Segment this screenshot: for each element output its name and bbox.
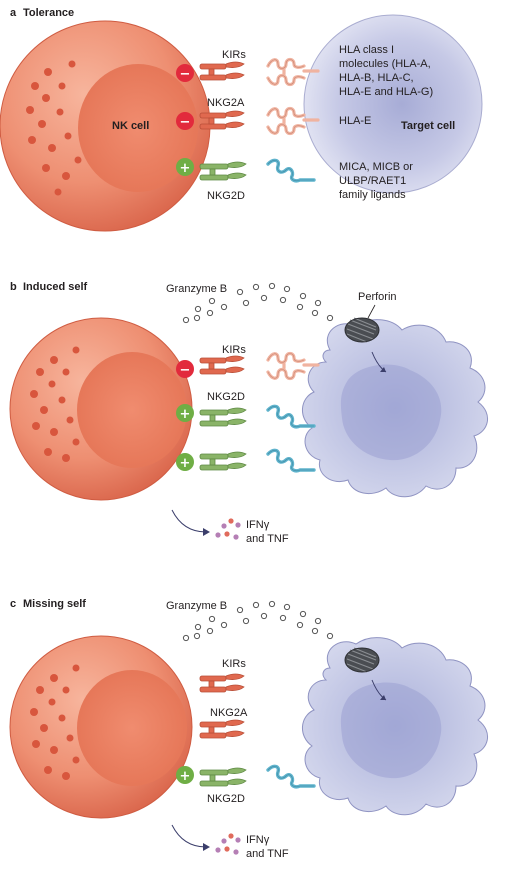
granzyme-b-label: Granzyme B	[166, 600, 227, 612]
panel-b-title: Induced self	[23, 281, 88, 293]
cytokine-label-line1: IFNγ	[246, 834, 270, 846]
nk-granules	[30, 664, 80, 780]
mica-label: MICA, MICB or ULBP/RAET1 family ligands	[339, 161, 416, 201]
arrowhead-icon	[380, 367, 386, 372]
activating-sign-icon: +	[176, 158, 194, 176]
panel-c-letter: c	[10, 598, 16, 610]
mica-ligand	[266, 158, 316, 183]
svg-text:−: −	[180, 363, 191, 378]
granzyme-b-granules	[182, 282, 334, 324]
arrowhead-icon	[203, 528, 210, 536]
arrowhead-icon	[380, 695, 386, 700]
kirs-label: KIRs	[222, 49, 246, 61]
granzyme-b-label: Granzyme B	[166, 283, 227, 295]
target-cell-core	[340, 682, 442, 779]
inhibitory-sign-icon: −	[176, 64, 194, 82]
panel-a-title: Tolerance	[23, 7, 74, 19]
cytokine-release-arrow	[171, 509, 207, 533]
nk-cell-label: NK cell	[112, 120, 149, 132]
svg-text:−: −	[180, 67, 191, 82]
cytokine-label-line1: IFNγ	[246, 519, 270, 531]
kirs-label: KIRs	[222, 658, 246, 670]
nkg2d-receptor	[199, 407, 247, 427]
panel-c-title: Missing self	[23, 598, 86, 610]
panel-c: c Missing self Granzyme B	[9, 598, 488, 860]
panel-a-letter: a	[10, 7, 17, 19]
nkg2d-receptor	[199, 161, 247, 181]
svg-text:+: +	[180, 161, 191, 176]
kir-receptor	[199, 61, 245, 81]
nkg2d-label: NKG2D	[207, 793, 245, 805]
cytokine-dots	[215, 518, 241, 540]
cytokine-release-arrow	[171, 824, 207, 848]
nk-granules	[30, 346, 80, 462]
nkg2d-receptor	[199, 451, 247, 471]
panel-a: a Tolerance NK cell Target cell −	[0, 7, 483, 232]
kir-receptor	[199, 673, 245, 693]
nk-nucleus	[78, 64, 198, 192]
nkg2d-receptor	[199, 767, 247, 787]
svg-text:−: −	[180, 115, 191, 130]
panel-b: b Induced self Granzyme B Perforin	[9, 281, 488, 545]
perforin-pointer	[367, 304, 376, 319]
activating-ligand	[266, 448, 316, 473]
nkg2a-label: NKG2A	[210, 707, 248, 719]
activating-sign-icon: +	[176, 766, 194, 784]
svg-text:+: +	[180, 407, 191, 422]
activating-sign-icon: +	[176, 453, 194, 471]
nk-nucleus	[77, 670, 187, 786]
cytokine-label-line2: and TNF	[246, 533, 289, 545]
target-cell-label: Target cell	[401, 120, 455, 132]
nk-granules	[26, 60, 82, 196]
cytokine-label-line2: and TNF	[246, 848, 289, 860]
nkg2a-receptor	[199, 719, 245, 739]
panel-b-letter: b	[10, 281, 17, 293]
inhibitory-sign-icon: −	[176, 112, 194, 130]
granzyme-b-granules	[182, 600, 334, 642]
target-cell	[303, 14, 483, 194]
kir-receptor	[199, 355, 245, 375]
activating-sign-icon: +	[176, 404, 194, 422]
hla-class-1-label: HLA class I molecules (HLA-A, HLA-B, HLA…	[339, 44, 434, 98]
nkg2d-label: NKG2D	[207, 190, 245, 202]
nk-nucleus	[77, 352, 187, 468]
perforin-label: Perforin	[358, 291, 397, 303]
hla-e-label: HLA-E	[339, 115, 371, 127]
svg-text:+: +	[180, 769, 191, 784]
target-cell-core	[340, 364, 442, 461]
nkg2d-label: NKG2D	[207, 391, 245, 403]
perforin-pore-icon	[344, 647, 380, 673]
nkg2a-label: NKG2A	[207, 97, 245, 109]
cytokine-dots	[215, 833, 241, 855]
inhibitory-sign-icon: −	[176, 360, 194, 378]
svg-text:+: +	[180, 456, 191, 471]
kirs-label: KIRs	[222, 344, 246, 356]
activating-ligand	[266, 764, 316, 789]
arrowhead-icon	[203, 843, 210, 851]
perforin-pore-icon	[344, 317, 380, 343]
